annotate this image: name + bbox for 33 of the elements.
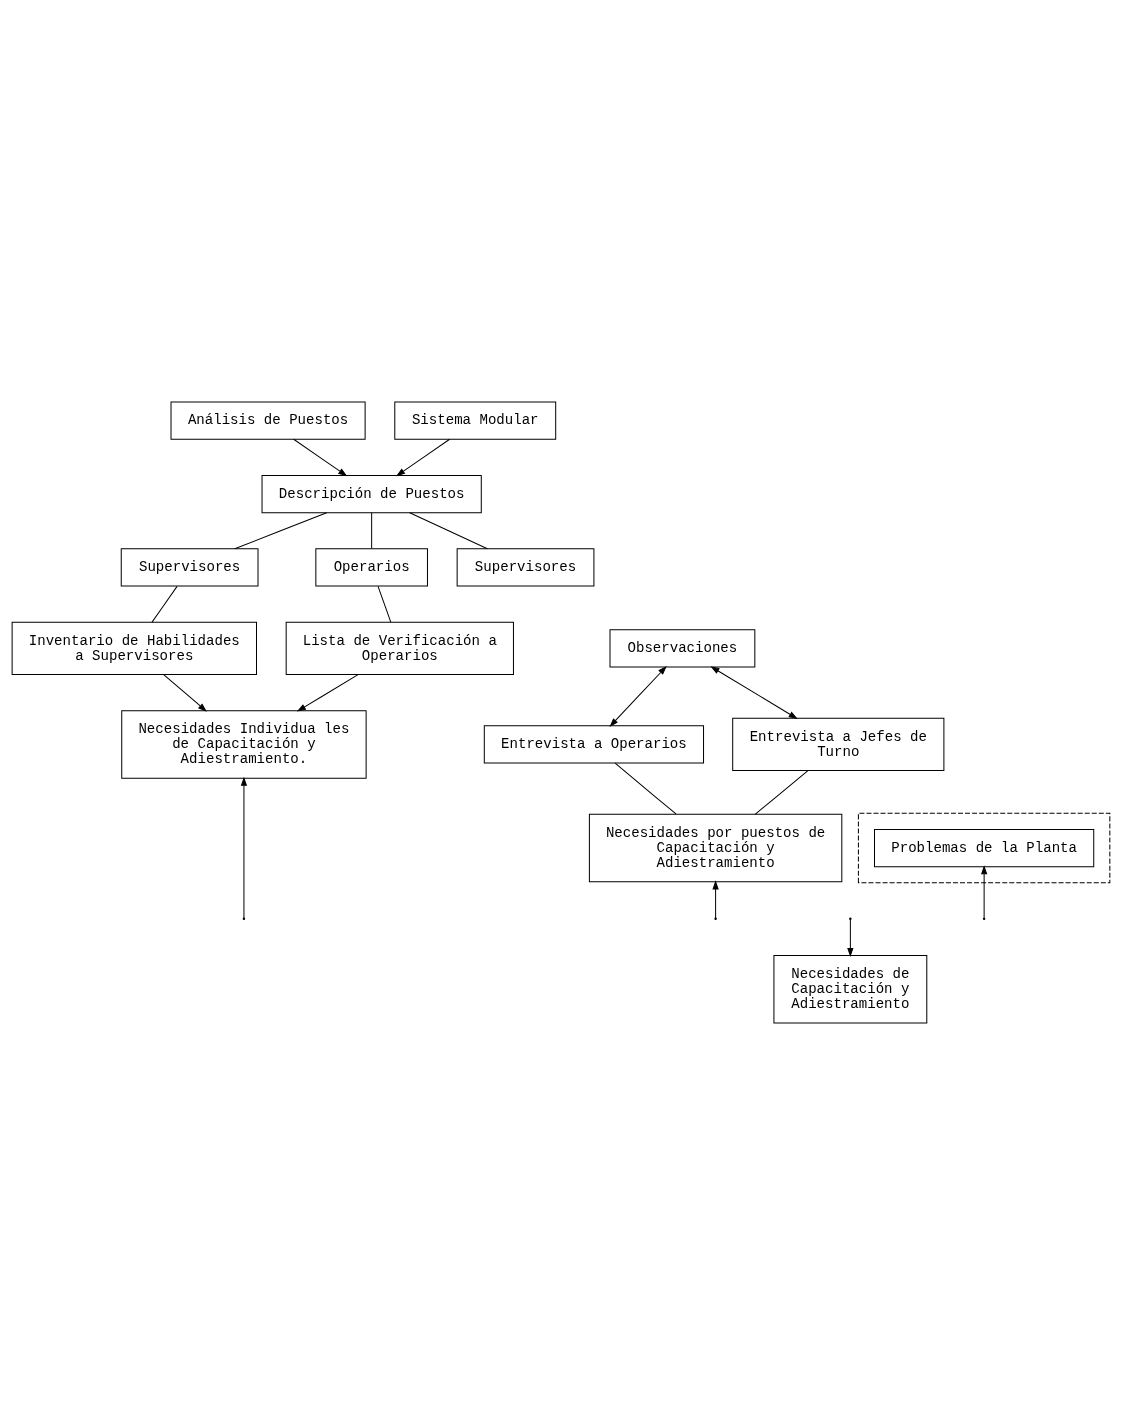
arrow <box>296 674 359 712</box>
node-box: Entrevista a Operarios <box>483 725 705 764</box>
node-box: Necesidades por puestos de Capacitación y Adiestramiento <box>588 813 843 883</box>
node-box: Análisis de Puestos <box>170 401 366 440</box>
node-box: Necesidades de Capacitación y Adiestramiento <box>773 955 928 1024</box>
arrow <box>240 776 248 919</box>
node-box: Supervisores <box>456 548 595 587</box>
arrow <box>710 666 798 719</box>
connector <box>234 512 328 550</box>
arrow <box>293 438 348 477</box>
node-box: Entrevista a Jefes de Turno <box>732 717 945 772</box>
node-box: Necesidades Individua les de Capacitación y Adiestramiento. <box>121 710 367 779</box>
arrow <box>609 666 667 727</box>
arrow <box>712 880 719 919</box>
connector <box>754 770 809 815</box>
arrow <box>847 918 854 957</box>
node-box: Operarios <box>315 548 428 587</box>
node-box: Descripción de Puestos <box>261 474 482 514</box>
node-box: Problemas de la Planta <box>874 828 1095 868</box>
cluster <box>857 812 1111 884</box>
node-box: Inventario de Habilidades a Supervisores <box>11 621 257 676</box>
connector <box>151 585 178 623</box>
connector <box>371 512 373 549</box>
connector <box>409 512 488 550</box>
connector <box>377 585 392 623</box>
arrow <box>163 674 207 712</box>
node-box: Observaciones <box>609 629 756 668</box>
arrow <box>396 438 451 477</box>
node-box: Sistema Modular <box>394 401 557 440</box>
node-box: Supervisores <box>120 548 259 587</box>
node-box: Lista de Verificación a Operarios <box>285 621 514 676</box>
connector <box>614 762 677 815</box>
arrow <box>980 865 988 919</box>
